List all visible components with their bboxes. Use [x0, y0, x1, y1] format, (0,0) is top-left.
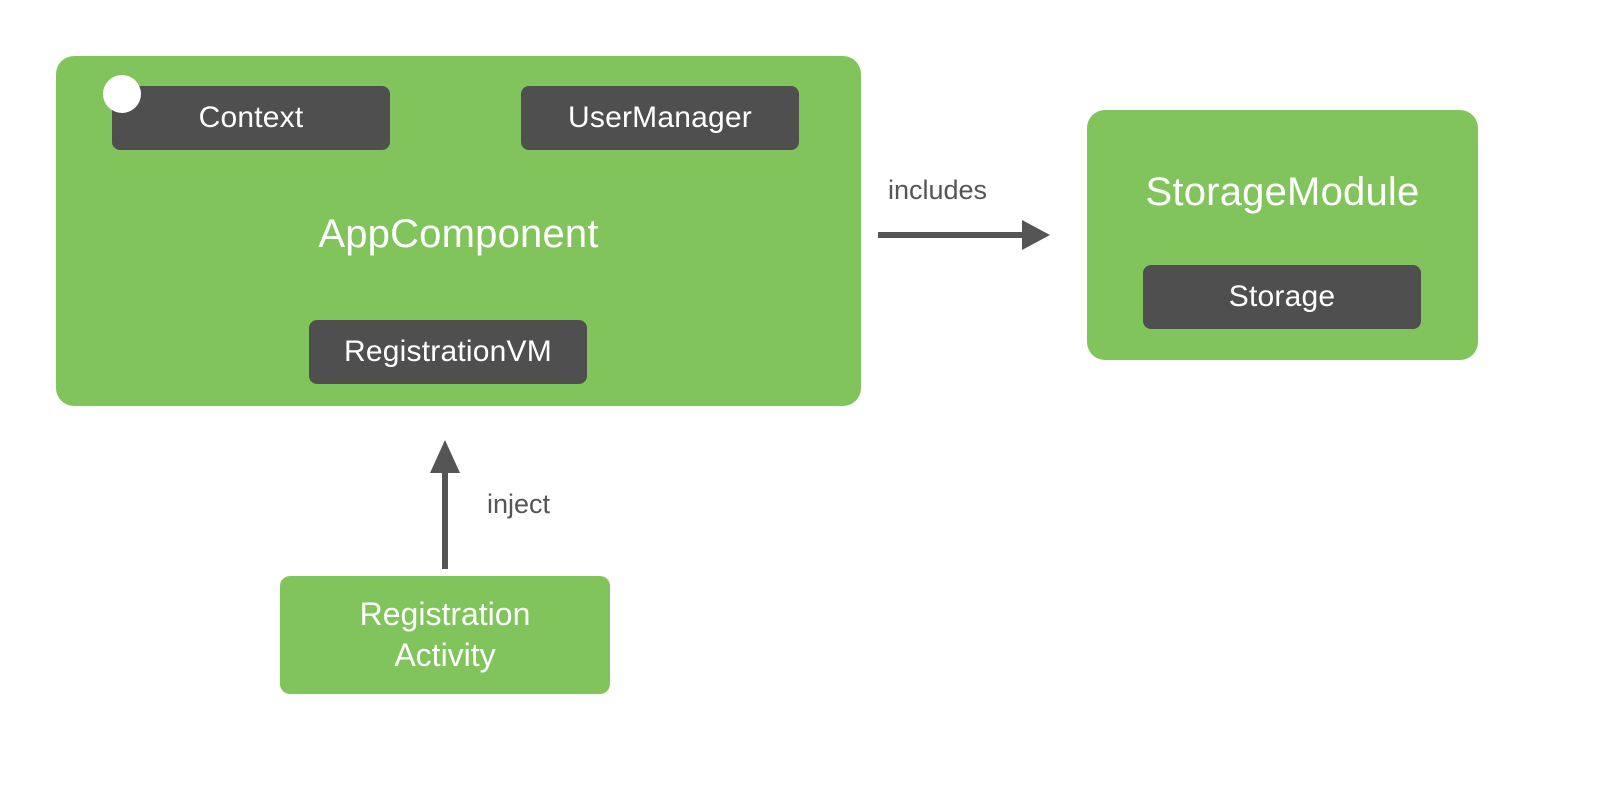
edge-inject-arrow-icon	[430, 440, 460, 569]
edge-label-inject: inject	[487, 489, 551, 519]
node-label-registration-activity: Registration Activity	[360, 594, 531, 676]
dependency-chip-label-registration-vm: RegistrationVM	[344, 335, 552, 368]
dependency-chip-label-storage: Storage	[1228, 280, 1336, 313]
edge-label-includes: includes	[888, 175, 988, 205]
component-storage-module[interactable]: StorageModule Storage	[1087, 110, 1478, 360]
dependency-chip-storage[interactable]: Storage	[1143, 265, 1421, 329]
node-registration-activity[interactable]: Registration Activity	[280, 576, 610, 694]
dependency-chip-registration-vm[interactable]: RegistrationVM	[309, 320, 587, 384]
entry-point-dot-icon	[103, 75, 141, 113]
edge-includes-arrow-icon	[878, 220, 1050, 250]
dependency-chip-context[interactable]: Context	[112, 86, 390, 150]
component-title-storage-module: StorageModule	[1145, 170, 1420, 214]
node-label-line-1: Registration	[359, 596, 531, 633]
component-app-component[interactable]: AppComponent Context UserManager Registr…	[56, 56, 861, 406]
dependency-chip-label-context: Context	[198, 101, 304, 134]
component-title-app-component: AppComponent	[318, 212, 599, 256]
node-label-line-2: Activity	[394, 637, 496, 673]
dependency-chip-label-user-manager: UserManager	[568, 101, 752, 134]
dependency-chip-user-manager[interactable]: UserManager	[521, 86, 799, 150]
